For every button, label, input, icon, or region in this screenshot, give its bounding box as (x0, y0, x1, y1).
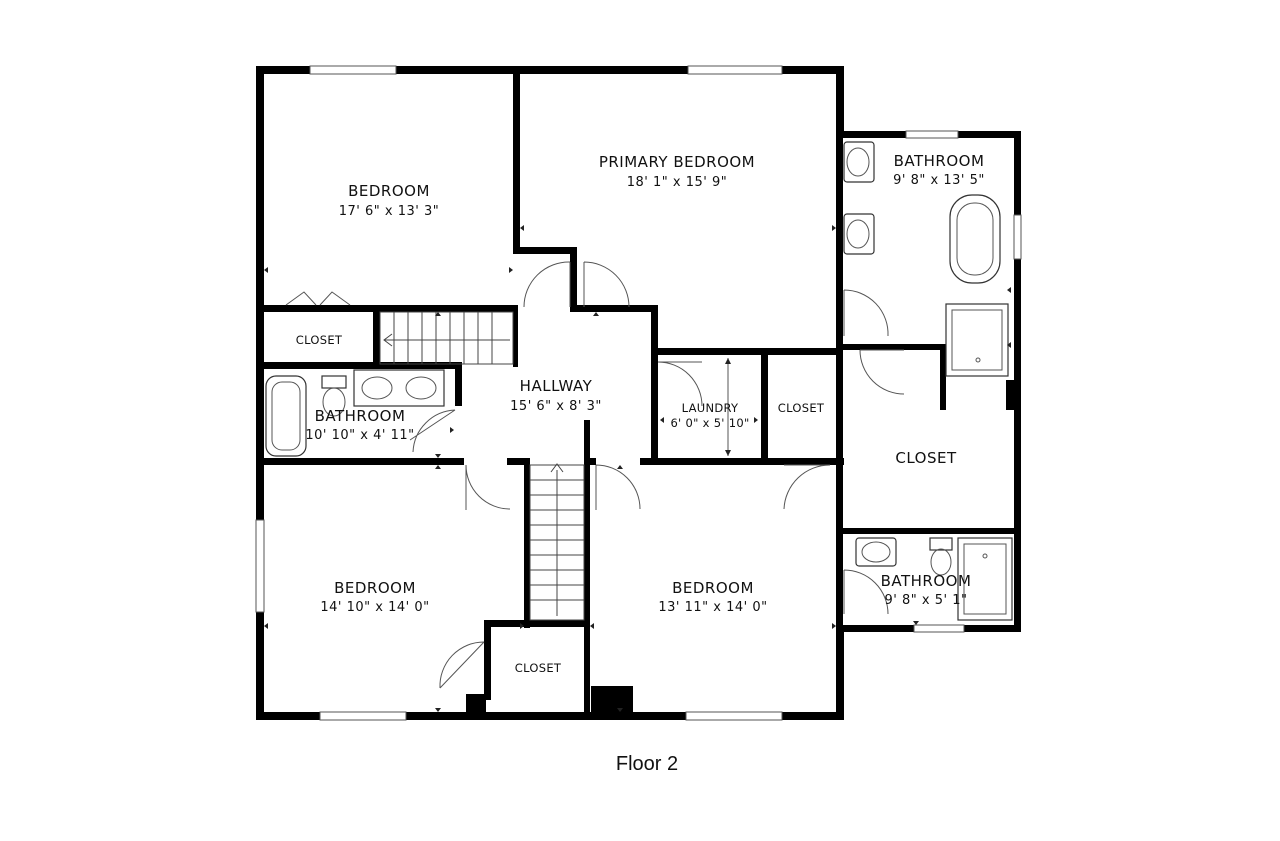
door-bathroom-se (843, 569, 889, 615)
room-dims-bathroom-primary: 9' 8" x 13' 5" (893, 173, 985, 188)
dimension-ticks (264, 225, 1011, 712)
room-dims-laundry: 6' 0" x 5' 10" (670, 416, 749, 430)
shower-icon (957, 537, 1013, 621)
wall-primary-left-jog (513, 247, 577, 254)
wall-hall-top (570, 305, 658, 312)
fixtures-hall-bath (265, 369, 445, 457)
door-bathroom-primary (843, 289, 889, 337)
door-primary-bedroom (583, 261, 630, 308)
room-name-bathroom-hall: BATHROOM (315, 407, 406, 425)
door-closet-nw-bifold (285, 291, 351, 306)
door-sw-bedroom (465, 464, 511, 510)
room-name-primary-bedroom: PRIMARY BEDROOM (599, 153, 755, 171)
sink-icon (843, 141, 875, 183)
door-hall-bath (409, 409, 456, 453)
fixtures-primary-bath (843, 141, 1009, 377)
door-laundry (657, 361, 703, 407)
room-dims-bedroom-se: 13' 11" x 14' 0" (658, 600, 767, 615)
room-name-closet-nw: CLOSET (296, 333, 343, 347)
room-dims-bedroom-nw: 17' 6" x 13' 3" (339, 204, 439, 219)
room-name-bedroom-sw: BEDROOM (334, 579, 416, 597)
wall-stair-right (513, 305, 518, 367)
wall-closet-walkin-top-stub (940, 344, 946, 410)
wall-stair-left (524, 458, 530, 628)
room-name-bathroom-se: BATHROOM (881, 572, 972, 590)
room-name-hallway: HALLWAY (520, 377, 593, 395)
sink-icon (855, 537, 897, 567)
room-dims-bathroom-hall: 10' 10" x 4' 11" (305, 428, 414, 443)
door-nw-bedroom (523, 261, 571, 308)
room-name-laundry: LAUNDRY (682, 401, 739, 415)
wall-closet-walkin-top (836, 344, 946, 350)
wall-closet-walkin-bottom (836, 528, 1021, 534)
room-name-bedroom-nw: BEDROOM (348, 182, 430, 200)
wall-east-inner (836, 134, 843, 632)
stairs-lower (529, 463, 585, 621)
wall-laundry-right (761, 348, 768, 465)
window-se-bath-bottom (913, 624, 965, 633)
doors (285, 261, 905, 689)
wall-left (256, 66, 264, 720)
window-se-bottom (685, 711, 783, 721)
door-closet-laundry-area (783, 464, 831, 510)
wall-hall-bath-right (455, 362, 462, 406)
wall-sw-bed-top-a (256, 458, 464, 465)
wall-hall-right-upper (651, 305, 658, 465)
room-dims-hallway: 15' 6" x 8' 3" (510, 399, 602, 414)
bathtub-icon (949, 194, 1001, 284)
door-se-bedroom (595, 464, 641, 510)
window-sw-left (255, 519, 265, 613)
wall-bottom (256, 712, 844, 720)
fixtures-se-bath (855, 537, 1013, 621)
shower-icon (945, 303, 1009, 377)
wall-bath-right (1014, 131, 1021, 631)
room-name-closet-walkin: CLOSET (895, 449, 957, 467)
wall-closet-nw-bottom (256, 362, 456, 369)
door-closet-walkin (859, 349, 905, 395)
room-name-bedroom-se: BEDROOM (672, 579, 754, 597)
floor-title: Floor 2 (616, 753, 678, 775)
door-closet-sw (439, 641, 485, 689)
vanity-icon (353, 369, 445, 407)
wall-primary-jog-down (570, 247, 577, 307)
room-name-closet-sw: CLOSET (515, 661, 562, 675)
wall-closet-sw-top (484, 620, 590, 627)
wall-block-a (466, 694, 486, 712)
stairs-upper (379, 311, 514, 365)
wall-shower-stub (1006, 380, 1014, 410)
wall-nw-bed-bottom (256, 305, 518, 312)
bathtub-icon (265, 375, 307, 457)
wall-right-main-upper (836, 66, 844, 134)
window-bath-right (1013, 214, 1022, 260)
wall-block-b (591, 686, 633, 712)
wall-closet-nw-right (373, 305, 380, 367)
toilet-icon (929, 537, 953, 551)
room-labels: BEDROOM 17' 6" x 13' 3" PRIMARY BEDROOM … (296, 152, 985, 675)
wall-nw-bed-right (513, 66, 520, 254)
wall-sw-bed-top-b (507, 458, 529, 465)
room-dims-primary-bedroom: 18' 1" x 15' 9" (627, 175, 727, 190)
wall-top-left (256, 66, 844, 74)
wall-stair-right-lower (584, 420, 590, 720)
windows (255, 65, 1022, 721)
window-nw-top (309, 65, 397, 75)
wall-laundry-top (651, 348, 843, 355)
wall-right-main-lower (836, 625, 844, 720)
room-name-bathroom-primary: BATHROOM (894, 152, 985, 170)
window-primary-top (687, 65, 783, 75)
room-dims-bedroom-sw: 14' 10" x 14' 0" (320, 600, 429, 615)
room-dims-bathroom-se: 9' 8" x 5' 1" (885, 593, 968, 608)
wall-closet-sw-left (484, 620, 491, 700)
sink-icon (843, 213, 875, 255)
wall-se-bed-top-b (640, 458, 784, 465)
laundry-dimension-line (725, 358, 731, 456)
room-name-closet-laundry: CLOSET (778, 401, 825, 415)
toilet-icon (321, 375, 347, 389)
window-sw-bottom (319, 711, 407, 721)
window-bath-top (905, 130, 959, 139)
